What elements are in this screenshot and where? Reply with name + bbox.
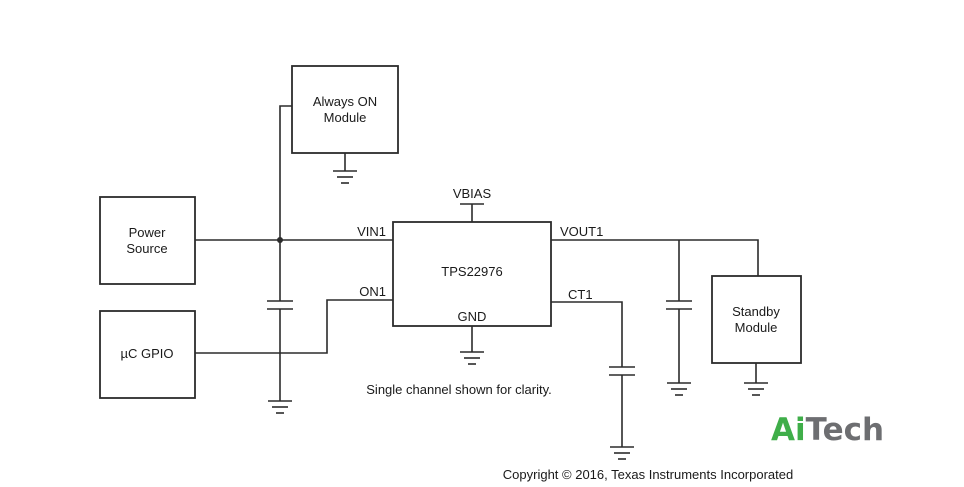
vin1-pin-label: VIN1 — [357, 224, 386, 239]
power-source-label-line1: Power — [129, 225, 167, 240]
clarity-note: Single channel shown for clarity. — [366, 382, 551, 397]
copyright-text: Copyright © 2016, Texas Instruments Inco… — [503, 467, 793, 482]
ground-symbol — [667, 382, 691, 396]
output-capacitor — [666, 300, 692, 310]
ct-capacitor — [609, 366, 635, 376]
standby-label-line2: Module — [735, 320, 778, 335]
always-on-label-line1: Always ON — [313, 94, 377, 109]
ground-symbol — [744, 382, 768, 396]
on1-pin-label: ON1 — [359, 284, 386, 299]
ct1-pin-label: CT1 — [568, 287, 593, 302]
aitech-logo: AiTech — [771, 412, 884, 448]
standby-label-line1: Standby — [732, 304, 780, 319]
gnd-pin-label: GND — [458, 309, 487, 324]
ground-symbol — [268, 400, 292, 414]
ground-symbol — [333, 170, 357, 184]
vout1-pin-label: VOUT1 — [560, 224, 603, 239]
vbias-pin-label: VBIAS — [453, 186, 492, 201]
gpio-label: µC GPIO — [121, 346, 174, 361]
power-source-block: Power Source — [99, 196, 196, 285]
ic-label: TPS22976 — [441, 264, 502, 279]
logo-part2: Tech — [806, 412, 885, 448]
ground-symbol — [460, 351, 484, 365]
input-capacitor — [267, 300, 293, 310]
ground-symbol — [610, 446, 634, 460]
standby-module: Standby Module — [711, 275, 802, 364]
always-on-module: Always ON Module — [291, 65, 399, 154]
gpio-block: µC GPIO — [99, 310, 196, 399]
always-on-label-line2: Module — [324, 110, 367, 125]
power-source-label-line2: Source — [126, 241, 167, 256]
logo-part1: Ai — [771, 412, 806, 448]
load-switch-ic: TPS22976 GND — [392, 221, 552, 327]
